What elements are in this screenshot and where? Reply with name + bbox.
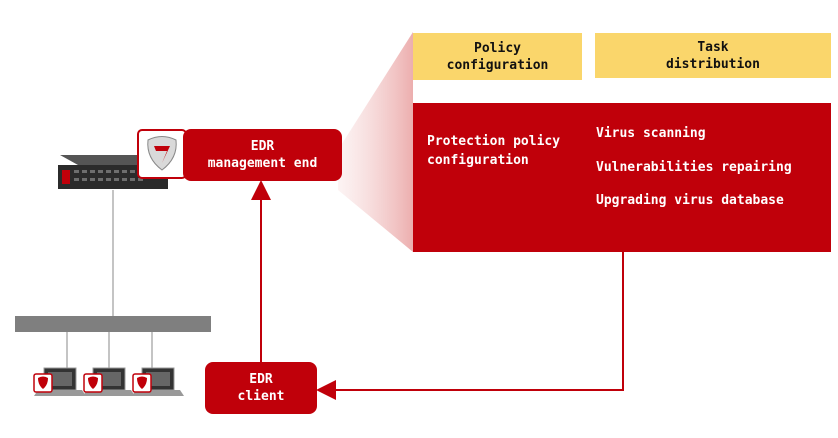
dispatch-arrow <box>316 252 624 400</box>
policy-configuration-label: Policy configuration <box>446 40 549 73</box>
shield-badge-icon <box>137 129 187 179</box>
policy-configuration-card: Policy configuration <box>413 33 582 80</box>
task-distribution-card: Task distribution <box>595 33 831 78</box>
laptop-icon <box>83 367 135 396</box>
policy-task-panel <box>413 103 831 252</box>
task-distribution-label: Task distribution <box>666 39 760 72</box>
network-bus <box>15 316 211 332</box>
laptop-icon <box>132 367 184 396</box>
edr-management-end-box: EDR management end <box>183 129 342 181</box>
protection-policy-text: Protection policy configuration <box>427 134 561 168</box>
edr-client-box: EDR client <box>205 362 317 414</box>
callout-fan <box>338 32 413 252</box>
laptop-icon <box>33 367 86 396</box>
edr-management-end-label: EDR management end <box>207 139 318 171</box>
edr-client-label: EDR client <box>237 372 285 404</box>
task-item-virus-scanning: Virus scanning <box>596 126 706 141</box>
task-item-vulnerabilities-repairing: Vulnerabilities repairing <box>596 160 792 175</box>
task-item-upgrading-virus-database: Upgrading virus database <box>596 193 784 208</box>
